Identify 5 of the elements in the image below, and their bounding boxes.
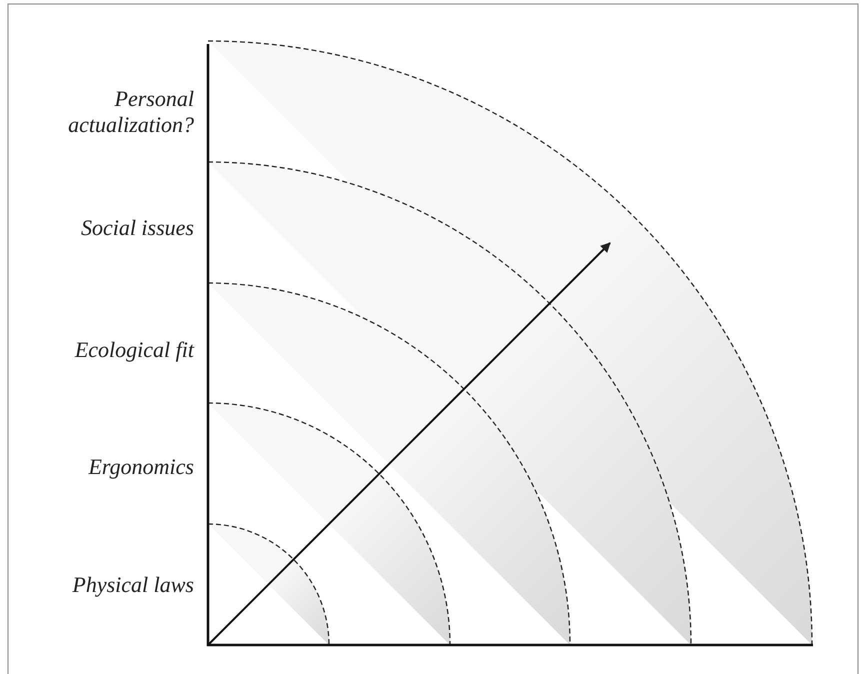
level-label: Ergonomics <box>87 454 194 480</box>
level-label: Ecological fit <box>74 337 194 363</box>
level-label: Physical laws <box>71 572 194 598</box>
level-label: Personal actualization? <box>67 86 194 138</box>
level-label: Social issues <box>80 215 194 241</box>
